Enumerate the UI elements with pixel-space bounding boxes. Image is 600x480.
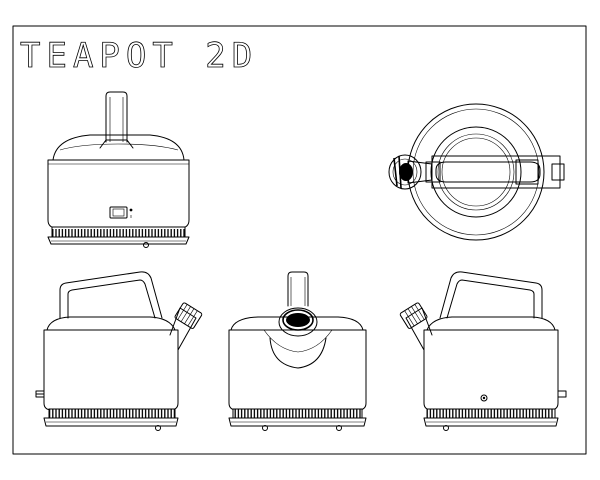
back-view xyxy=(47,91,190,248)
left-side-view xyxy=(35,271,203,431)
front-view xyxy=(228,271,367,431)
top-view xyxy=(388,103,565,241)
right-side-view xyxy=(399,271,567,431)
sheet-border xyxy=(12,25,587,455)
drawing-title: TEAPOT 2D xyxy=(20,36,258,76)
